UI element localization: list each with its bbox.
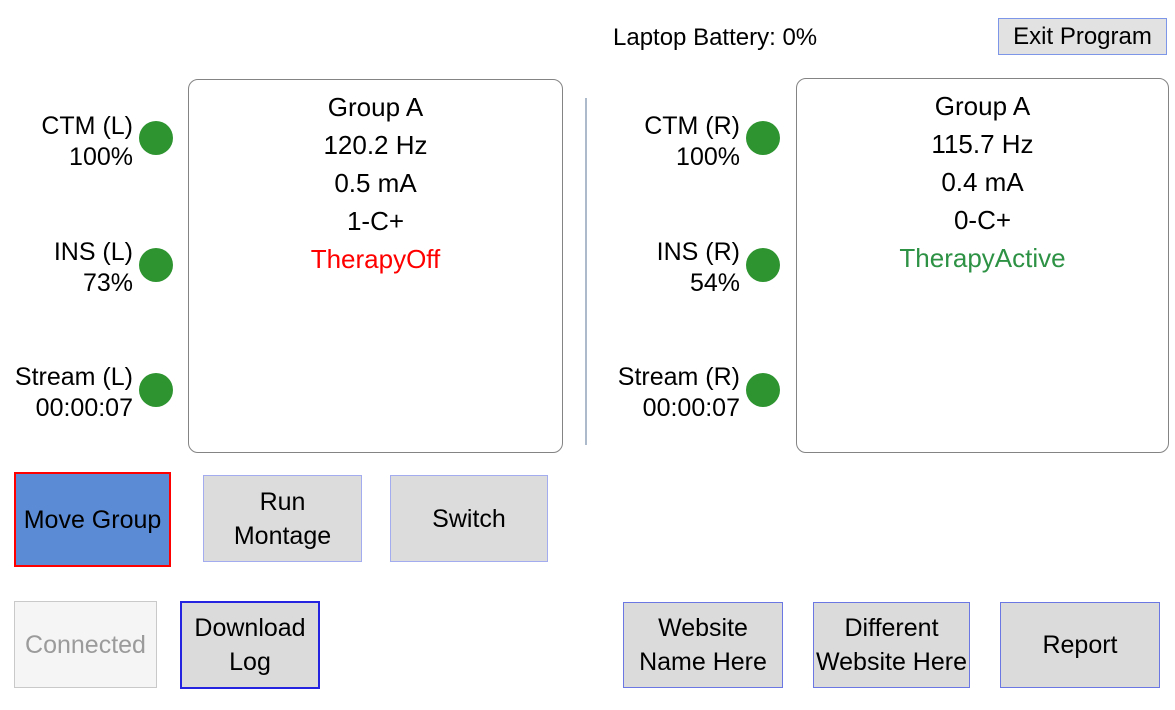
download-log-label-line2: Log bbox=[229, 648, 271, 676]
run-montage-label-line1: Run bbox=[259, 487, 306, 516]
website-name-button[interactable]: Website Name Here bbox=[623, 602, 783, 688]
left-therapy-status: TherapyOff bbox=[310, 244, 441, 274]
ctm-left-status-dot-icon bbox=[139, 121, 173, 155]
website-name-label-line2: Name Here bbox=[639, 648, 767, 676]
ctm-left-value: 100% bbox=[69, 143, 133, 171]
left-group-amplitude: 0.5 mA bbox=[334, 168, 417, 198]
ctm-left-name: CTM (L) bbox=[41, 112, 133, 140]
run-montage-label-line2: Montage bbox=[233, 521, 332, 550]
right-therapy-status: TherapyActive bbox=[899, 243, 1066, 273]
stream-left-label: Stream (L) 00:00:07 bbox=[0, 362, 133, 424]
different-website-label-line1: Different bbox=[844, 614, 939, 642]
ins-left-value: 73% bbox=[82, 269, 133, 297]
left-group-frequency: 120.2 Hz bbox=[323, 130, 428, 160]
ctm-left-label: CTM (L) 100% bbox=[0, 111, 133, 173]
move-group-button[interactable]: Move Group bbox=[14, 472, 171, 567]
laptop-battery-label: Laptop Battery: 0% bbox=[613, 24, 818, 51]
ins-left-name: INS (L) bbox=[53, 238, 133, 266]
ins-right-name: INS (R) bbox=[656, 238, 740, 266]
ctm-right-label: CTM (R) 100% bbox=[600, 111, 740, 173]
report-label: Report bbox=[1042, 631, 1118, 659]
report-button[interactable]: Report bbox=[1000, 602, 1160, 688]
ins-right-status-dot-icon bbox=[746, 248, 780, 282]
download-log-label-line1: Download bbox=[194, 614, 306, 642]
stream-right-value: 00:00:07 bbox=[642, 394, 740, 422]
panel-divider bbox=[585, 98, 587, 445]
ctm-right-value: 100% bbox=[676, 143, 740, 171]
website-name-label-line1: Website bbox=[658, 614, 748, 642]
connected-button: Connected bbox=[14, 601, 157, 688]
ins-right-value: 54% bbox=[689, 269, 740, 297]
stream-right-label: Stream (R) 00:00:07 bbox=[600, 362, 740, 424]
stream-left-name: Stream (L) bbox=[14, 363, 133, 391]
switch-label: Switch bbox=[432, 504, 506, 533]
right-group-name: Group A bbox=[934, 91, 1031, 121]
download-log-button[interactable]: Download Log bbox=[180, 601, 320, 689]
switch-button[interactable]: Switch bbox=[390, 475, 548, 562]
move-group-label: Move Group bbox=[23, 505, 162, 534]
exit-program-button[interactable]: Exit Program bbox=[998, 18, 1167, 55]
left-group-panel: Group A 120.2 Hz 0.5 mA 1-C+ TherapyOff bbox=[188, 79, 563, 453]
left-group-electrode: 1-C+ bbox=[346, 206, 405, 236]
left-group-name: Group A bbox=[327, 92, 424, 122]
different-website-label-line2: Website Here bbox=[816, 648, 967, 676]
right-group-amplitude: 0.4 mA bbox=[941, 167, 1024, 197]
ctm-right-status-dot-icon bbox=[746, 121, 780, 155]
run-montage-button[interactable]: Run Montage bbox=[203, 475, 362, 562]
stream-right-name: Stream (R) bbox=[617, 363, 740, 391]
stream-right-status-dot-icon bbox=[746, 373, 780, 407]
stream-left-value: 00:00:07 bbox=[35, 394, 133, 422]
stream-left-status-dot-icon bbox=[139, 373, 173, 407]
connected-label: Connected bbox=[25, 630, 146, 659]
ins-left-status-dot-icon bbox=[139, 248, 173, 282]
right-group-electrode: 0-C+ bbox=[953, 205, 1012, 235]
right-group-panel: Group A 115.7 Hz 0.4 mA 0-C+ TherapyActi… bbox=[796, 78, 1169, 453]
different-website-button[interactable]: Different Website Here bbox=[813, 602, 970, 688]
ins-right-label: INS (R) 54% bbox=[600, 237, 740, 299]
ctm-right-name: CTM (R) bbox=[644, 112, 740, 140]
ins-left-label: INS (L) 73% bbox=[0, 237, 133, 299]
right-group-frequency: 115.7 Hz bbox=[931, 129, 1034, 159]
